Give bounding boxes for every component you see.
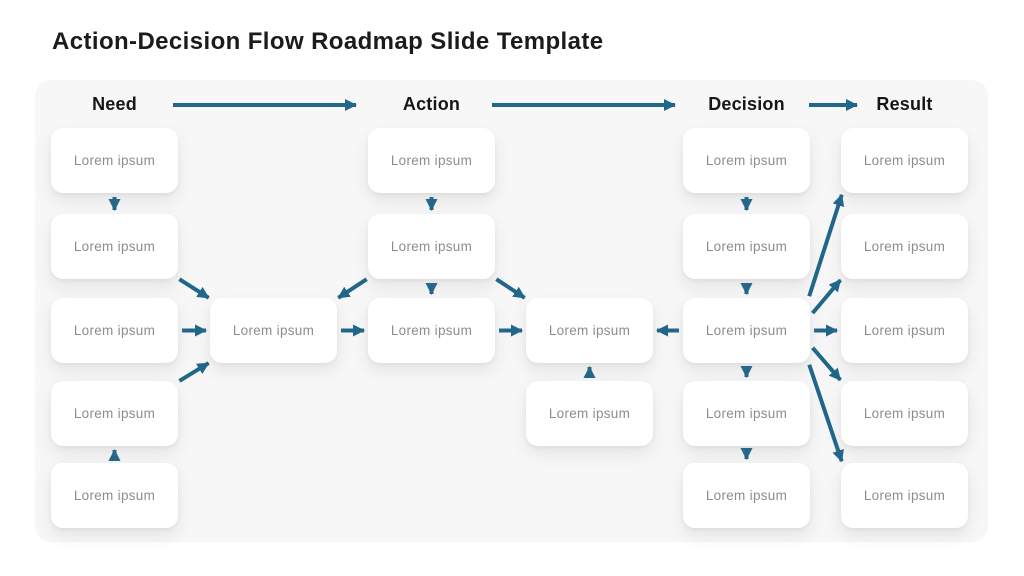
flow-header-need: Need [92,94,137,114]
flow-node-label: Lorem ipsum [863,406,946,421]
flow-node-label: Lorem ipsum [705,488,788,503]
flow-node-label: Lorem ipsum [863,488,946,503]
flow-node-label: Lorem ipsum [390,239,473,254]
flow-node-label: Lorem ipsum [73,239,156,254]
flow-node-d3: Lorem ipsum [683,381,810,446]
flow-node-n1: Lorem ipsum [51,214,178,279]
flow-header-action: Action [402,94,461,114]
flow-node-d0: Lorem ipsum [683,128,810,193]
flow-node-label: Lorem ipsum [390,153,473,168]
flow-node-label: Lorem ipsum [705,239,788,254]
flow-node-n2: Lorem ipsum [51,298,178,363]
flow-node-n4: Lorem ipsum [51,463,178,528]
flow-node-label: Lorem ipsum [73,406,156,421]
flow-node-label: Lorem ipsum [705,406,788,421]
slide-title: Action-Decision Flow Roadmap Slide Templ… [52,28,604,55]
flow-node-a2: Lorem ipsum [368,298,495,363]
flow-node-label: Lorem ipsum [705,153,788,168]
flow-node-r2: Lorem ipsum [841,298,968,363]
flow-node-label: Lorem ipsum [390,323,473,338]
flow-node-label: Lorem ipsum [232,323,315,338]
flow-node-r1: Lorem ipsum [841,214,968,279]
flow-node-n0: Lorem ipsum [51,128,178,193]
flow-node-c3: Lorem ipsum [526,381,653,446]
flow-node-a1: Lorem ipsum [368,214,495,279]
flow-node-r0: Lorem ipsum [841,128,968,193]
flow-node-label: Lorem ipsum [548,406,631,421]
flow-node-m2: Lorem ipsum [210,298,337,363]
flow-node-c2: Lorem ipsum [526,298,653,363]
flow-node-label: Lorem ipsum [705,323,788,338]
flow-node-d4: Lorem ipsum [683,463,810,528]
flow-node-r3: Lorem ipsum [841,381,968,446]
flow-node-n3: Lorem ipsum [51,381,178,446]
flow-node-label: Lorem ipsum [73,153,156,168]
flow-node-label: Lorem ipsum [863,239,946,254]
flow-node-label: Lorem ipsum [863,153,946,168]
flow-node-d2: Lorem ipsum [683,298,810,363]
flow-node-a0: Lorem ipsum [368,128,495,193]
flow-node-label: Lorem ipsum [548,323,631,338]
flow-header-decision: Decision [708,94,785,114]
flow-node-label: Lorem ipsum [73,323,156,338]
flow-node-r4: Lorem ipsum [841,463,968,528]
flow-node-d1: Lorem ipsum [683,214,810,279]
flow-node-label: Lorem ipsum [73,488,156,503]
flow-node-label: Lorem ipsum [863,323,946,338]
flow-header-result: Result [876,94,933,114]
